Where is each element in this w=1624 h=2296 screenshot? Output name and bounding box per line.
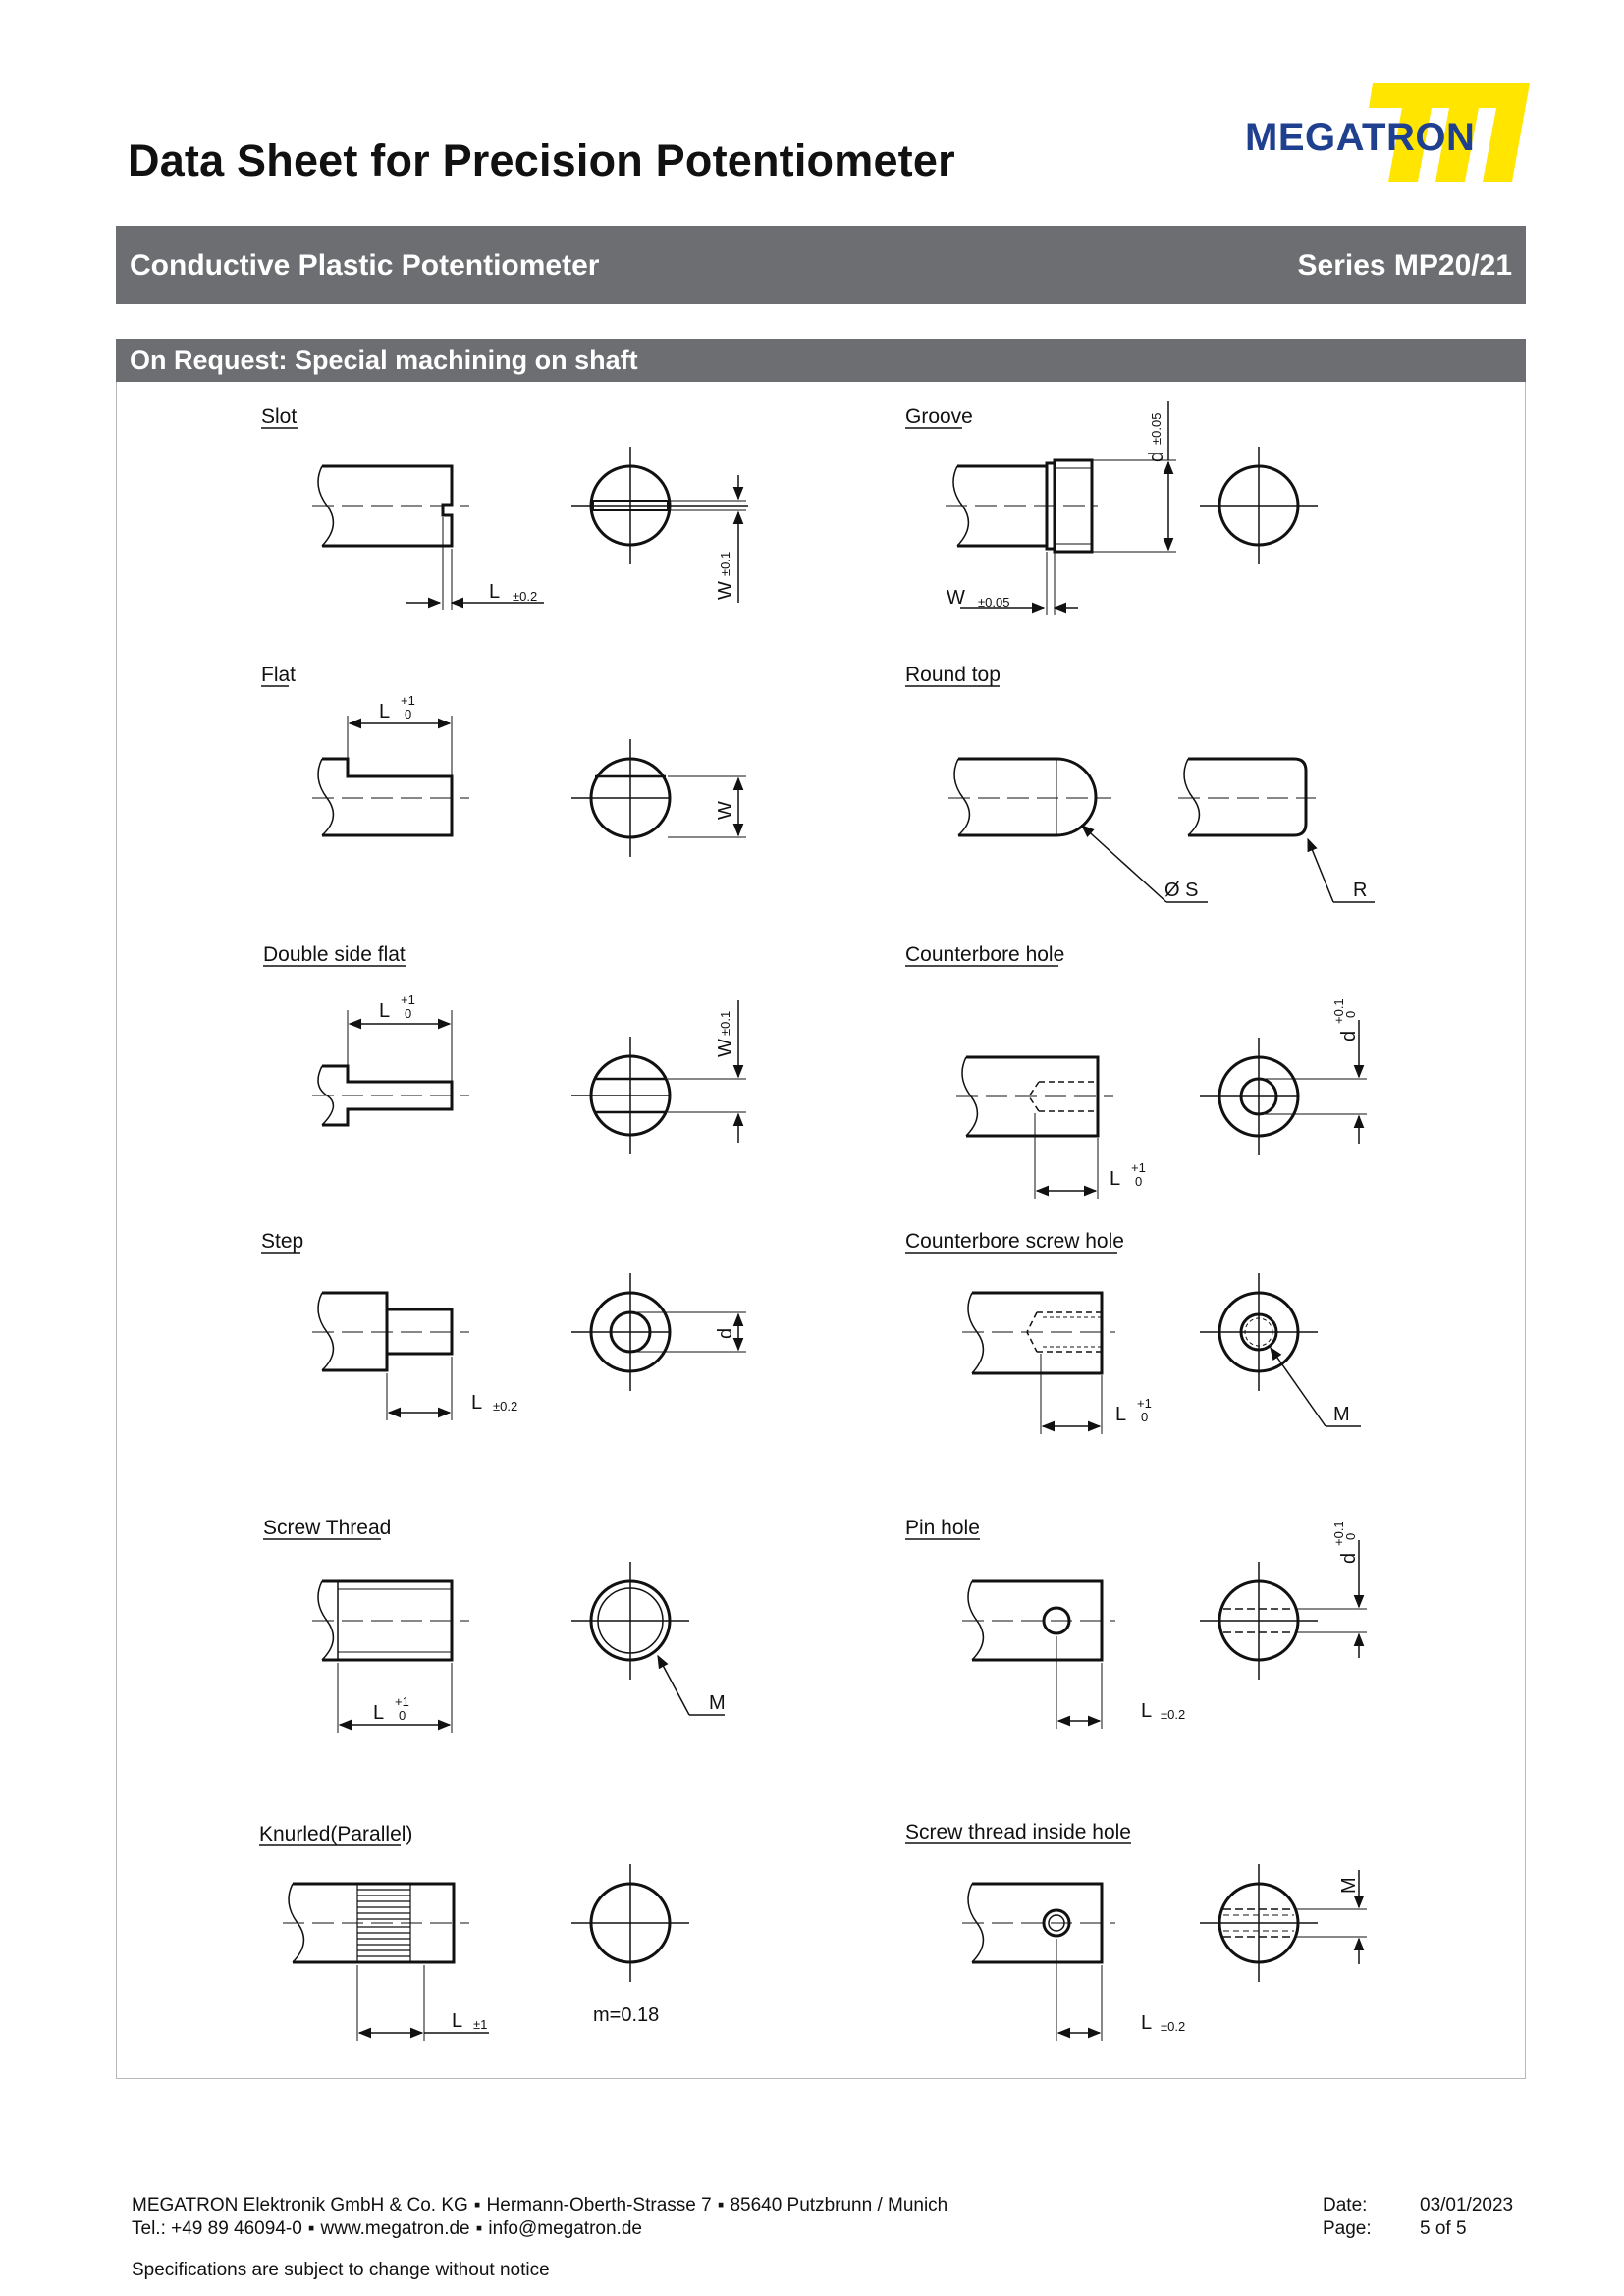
section-header: On Request: Special machining on shaft (116, 339, 1526, 382)
screw-thread-l-tol-up: +1 (395, 1694, 409, 1709)
flat-w: W (715, 801, 736, 820)
screw-inside-m: M (1338, 1877, 1360, 1894)
counterbore-screw-drawing: Counterbore screw hole L +1 0 M (905, 1230, 1361, 1434)
footer-company: MEGATRON Elektronik GmbH & Co. KG (132, 2195, 468, 2216)
pin-hole-label: Pin hole (905, 1517, 980, 1539)
counterbore-screw-l: L (1115, 1404, 1126, 1425)
counterbore-drawing: Counterbore hole L +1 0 d +0.1 0 (905, 943, 1367, 1199)
section-title: On Request: Special machining on shaft (130, 346, 638, 375)
double-flat-l-tol-low: 0 (405, 1006, 411, 1021)
pin-hole-drawing: Pin hole L ±0.2 d +0.1 0 (905, 1517, 1367, 1729)
knurled-l: L (452, 2010, 462, 2032)
counterbore-l: L (1110, 1168, 1120, 1190)
knurled-m: m=0.18 (593, 2004, 659, 2026)
groove-drawing: Groove d ±0.05 W ±0.05 (905, 401, 1318, 615)
groove-label: Groove (905, 405, 973, 428)
counterbore-d-tol-up: +0.1 (1331, 998, 1346, 1024)
page-value: 5 of 5 (1420, 2218, 1467, 2239)
footer-web[interactable]: www.megatron.de (320, 2218, 470, 2239)
step-drawing: Step L ±0.2 d (261, 1230, 746, 1420)
slot-label: Slot (261, 405, 297, 428)
pin-hole-l: L (1141, 1700, 1152, 1722)
footer-street: Hermann-Oberth-Strasse 7 (486, 2195, 712, 2216)
double-flat-l-tol-up: +1 (401, 992, 415, 1007)
double-flat-l: L (379, 1000, 390, 1022)
screw-thread-drawing: Screw Thread L +1 0 M (263, 1517, 726, 1733)
screw-thread-l-tol-low: 0 (399, 1708, 406, 1723)
pin-hole-d: d (1338, 1553, 1360, 1564)
flat-l: L (379, 701, 390, 722)
slot-drawing: Slot L ±0.2 W ±0.1 (261, 405, 748, 610)
footer-address: MEGATRON Elektronik GmbH & Co. KG▪Herman… (132, 2195, 948, 2216)
knurled-drawing: Knurled(Parallel) L ±1 (259, 1823, 689, 2041)
double-flat-drawing: Double side flat L +1 0 W ±0.1 (263, 943, 746, 1154)
screw-inside-label: Screw thread inside hole (905, 1821, 1131, 1843)
date-label: Date: (1323, 2195, 1368, 2216)
counterbore-l-tol-up: +1 (1131, 1160, 1146, 1175)
round-top-label: Round top (905, 664, 1001, 686)
footer-notice: Specifications are subject to change wit… (132, 2260, 550, 2280)
knurled-l-tol: ±1 (473, 2017, 487, 2032)
groove-d-tol: ±0.05 (1149, 413, 1164, 445)
date-value: 03/01/2023 (1420, 2195, 1514, 2216)
counterbore-screw-m: M (1333, 1404, 1350, 1425)
screw-thread-l: L (373, 1702, 384, 1724)
counterbore-label: Counterbore hole (905, 943, 1064, 966)
page-label: Page: (1323, 2218, 1372, 2239)
logo-m-shape (1369, 83, 1530, 182)
screw-inside-drawing: Screw thread inside hole L ±0.2 M (905, 1821, 1367, 2041)
slot-w: W (715, 581, 736, 600)
logo-wordmark: MEGATRON (1245, 116, 1476, 159)
footer-contact: Tel.: +49 89 46094-0▪www.megatron.de▪inf… (132, 2218, 642, 2239)
footer-city: 85640 Putzbrunn / Munich (730, 2195, 948, 2216)
groove-d: d (1146, 452, 1167, 462)
pin-hole-d-tol-up: +0.1 (1331, 1521, 1346, 1546)
round-top-s: Ø S (1164, 880, 1198, 901)
counterbore-screw-label: Counterbore screw hole (905, 1230, 1124, 1253)
knurled-label: Knurled(Parallel) (259, 1823, 412, 1845)
slot-l: L (489, 581, 500, 603)
slot-l-tol: ±0.2 (513, 589, 537, 604)
counterbore-d-tol-low: 0 (1343, 1011, 1358, 1018)
product-name: Conductive Plastic Potentiometer (130, 249, 600, 282)
groove-w-tol: ±0.05 (978, 595, 1009, 610)
footer-email[interactable]: info@megatron.de (488, 2218, 642, 2239)
step-d: d (715, 1328, 736, 1339)
flat-label: Flat (261, 664, 296, 686)
flat-l-tol-low: 0 (405, 707, 411, 721)
flat-drawing: Flat L +1 0 W (261, 664, 746, 857)
counterbore-d: d (1338, 1031, 1360, 1041)
megatron-logo: MEGATRON (1235, 79, 1530, 187)
double-flat-w-tol: ±0.1 (718, 1011, 732, 1036)
pin-hole-l-tol: ±0.2 (1161, 1707, 1185, 1722)
screw-thread-label: Screw Thread (263, 1517, 391, 1539)
round-top-r: R (1353, 880, 1367, 901)
series-name: Series MP20/21 (1297, 249, 1512, 282)
step-l: L (471, 1392, 482, 1414)
screw-inside-l: L (1141, 2012, 1152, 2034)
groove-w: W (947, 587, 965, 609)
double-flat-label: Double side flat (263, 943, 406, 966)
flat-l-tol-up: +1 (401, 693, 415, 708)
pin-hole-d-tol-low: 0 (1343, 1533, 1358, 1540)
machining-section (116, 339, 1526, 2079)
machining-drawings: Slot L ±0.2 W ±0.1 Groov (259, 401, 1375, 2041)
screw-thread-m: M (709, 1692, 726, 1714)
double-flat-w: W (715, 1039, 736, 1057)
step-l-tol: ±0.2 (493, 1399, 517, 1414)
document-title: Data Sheet for Precision Potentiometer (128, 135, 955, 186)
product-band: Conductive Plastic Potentiometer Series … (116, 226, 1526, 304)
screw-inside-l-tol: ±0.2 (1161, 2019, 1185, 2034)
round-top-drawing: Round top Ø S R (905, 664, 1375, 903)
slot-w-tol: ±0.1 (718, 552, 732, 576)
counterbore-screw-l-tol-low: 0 (1141, 1410, 1148, 1424)
counterbore-screw-l-tol-up: +1 (1137, 1396, 1152, 1411)
footer-tel: Tel.: +49 89 46094-0 (132, 2218, 302, 2239)
step-label: Step (261, 1230, 303, 1253)
counterbore-l-tol-low: 0 (1135, 1174, 1142, 1189)
